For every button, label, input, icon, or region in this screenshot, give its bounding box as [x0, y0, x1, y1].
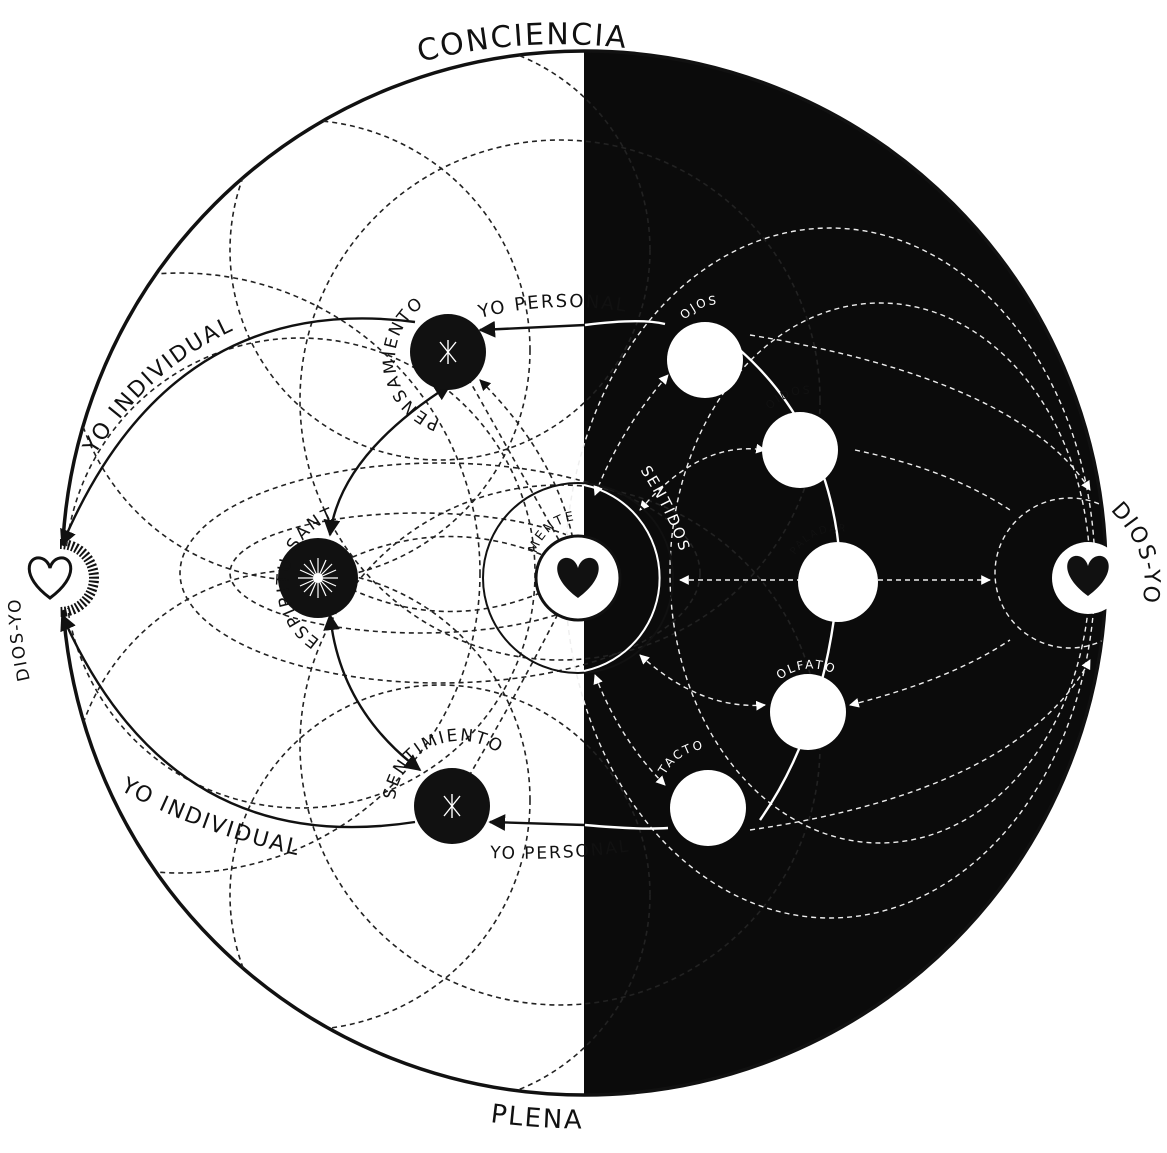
sentimiento-node[interactable]: SENTIMIENTO: [380, 725, 507, 844]
bottom-title: PLENA: [489, 1099, 584, 1135]
sense-olfato[interactable]: OLFATO: [770, 657, 846, 750]
yo-individual-upper-label: YO INDIVIDUAL: [78, 312, 237, 459]
left-pole[interactable]: DIOS-YO: [5, 544, 94, 683]
pensamiento-node[interactable]: PENSAMIENTO: [380, 293, 486, 434]
left-pole-label: DIOS-YO: [5, 597, 34, 683]
radiant-burst-icon: [298, 558, 338, 598]
